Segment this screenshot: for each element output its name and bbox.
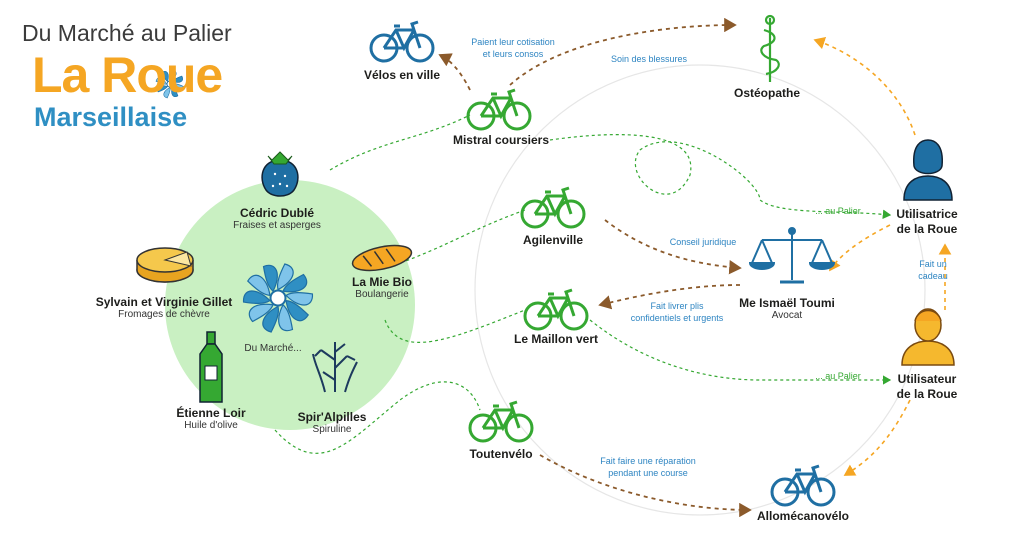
producer-sub: Fromages de chèvre: [118, 309, 210, 320]
courier-agilenville: Agilenville: [522, 233, 584, 247]
roue-wheel-icon: [242, 263, 314, 333]
arrow-user-avocat: [829, 224, 891, 272]
arrow-conseil: [604, 219, 742, 275]
bike-velos-en-ville-icon: [369, 20, 435, 63]
logo-sub-text: Marseillaise: [34, 102, 188, 132]
route-to-utilisatrice: [549, 134, 892, 220]
annotation-cotisation: Paient leur cotisation et leurs consos: [471, 37, 555, 59]
annotation-cadeau: Fait un cadeau: [918, 259, 948, 281]
delivery-routes: [274, 114, 892, 454]
annotation-soin: Soin des blessures: [610, 54, 688, 64]
producer-name: Sylvain et Virginie Gillet: [95, 295, 233, 309]
header-subtitle: Du Marché au Palier: [22, 20, 232, 46]
utilisateur-avatar-icon: [901, 308, 955, 366]
annotation-conseil: Conseil juridique: [669, 237, 737, 247]
annotation-livrer: Fait livrer plis confidentiels et urgent…: [630, 301, 724, 323]
courier-maillon: Le Maillon vert: [513, 332, 599, 346]
partner-allomecanovelo: Allomécanovélo: [756, 509, 850, 523]
arrow-livrer: [598, 284, 741, 310]
route-toutenvelo: [274, 381, 481, 454]
logo-main-text: La Roue: [32, 47, 223, 103]
user-utilisateur-label: Utilisateur de la Roue: [896, 372, 958, 401]
arrow-user-osteo: [813, 36, 916, 136]
courier-mistral: Mistral coursiers: [452, 133, 550, 147]
producer-etienne: Étienne Loir Huile d'olive: [176, 406, 245, 431]
arrow-cotisation: [438, 53, 471, 91]
strawberry-icon: [261, 151, 299, 197]
producer-name: Étienne Loir: [176, 406, 246, 420]
route-mistral: [329, 114, 471, 171]
partner-velos-en-ville: Vélos en ville: [363, 68, 441, 82]
producer-name: La Mie Bio: [351, 275, 413, 289]
arrow-reparation: [539, 454, 752, 518]
partner-avocat: Me Ismaël Toumi Avocat: [739, 296, 835, 321]
bike-maillon-icon: [523, 288, 589, 331]
annotation-reparation: Fait faire une réparation pendant une co…: [600, 456, 696, 478]
producer-sub: Huile d'olive: [184, 420, 238, 431]
producer-name: Cédric Dublé: [239, 206, 315, 220]
arrow-user-mecano: [843, 399, 911, 476]
bike-mistral-icon: [466, 88, 532, 131]
courier-toutenvelo: Toutenvélo: [469, 447, 533, 461]
route-maillon: [384, 309, 526, 343]
cheese-icon: [136, 247, 194, 283]
bread-icon: [351, 244, 413, 272]
route-to-utilisateur: [589, 319, 892, 385]
user-utilisatrice-label: Utilisatrice de la Roue: [896, 207, 958, 236]
logo-wheel-icon: [155, 69, 185, 99]
arrow-soin: [509, 17, 737, 86]
producer-name: Spir'Alpilles: [297, 410, 367, 424]
bike-agilenville-icon: [520, 186, 586, 229]
producer-spiralpilles: Spir'Alpilles Spiruline: [298, 410, 367, 435]
producer-sub: Spiruline: [312, 424, 352, 435]
seaweed-icon: [312, 342, 358, 393]
partner-osteopathe: Ostéopathe: [733, 86, 801, 100]
bike-allomecanovelo-icon: [770, 464, 836, 507]
producer-cedric: Cédric Dublé Fraises et asperges: [233, 206, 321, 231]
annotation-palier-1: ... au Palier: [815, 206, 861, 216]
route-agilenville: [394, 209, 526, 266]
producer-sub: Boulangerie: [355, 289, 409, 300]
annotation-palier-2: ... au Palier: [815, 371, 861, 381]
bottle-icon: [199, 331, 223, 403]
caduceus-icon: [760, 14, 780, 82]
producer-sub: Fraises et asperges: [233, 220, 321, 231]
partner-name: Me Ismaël Toumi: [739, 296, 835, 310]
center-label: Du Marché...: [244, 343, 302, 354]
background-ring: [474, 64, 926, 516]
scales-icon: [748, 227, 836, 284]
producer-lamie: La Mie Bio Boulangerie: [352, 275, 412, 300]
producer-gillet: Sylvain et Virginie Gillet Fromages de c…: [96, 295, 233, 320]
partner-sub: Avocat: [771, 310, 803, 321]
utilisatrice-avatar-icon: [903, 139, 953, 201]
bike-toutenvelo-icon: [468, 400, 534, 443]
